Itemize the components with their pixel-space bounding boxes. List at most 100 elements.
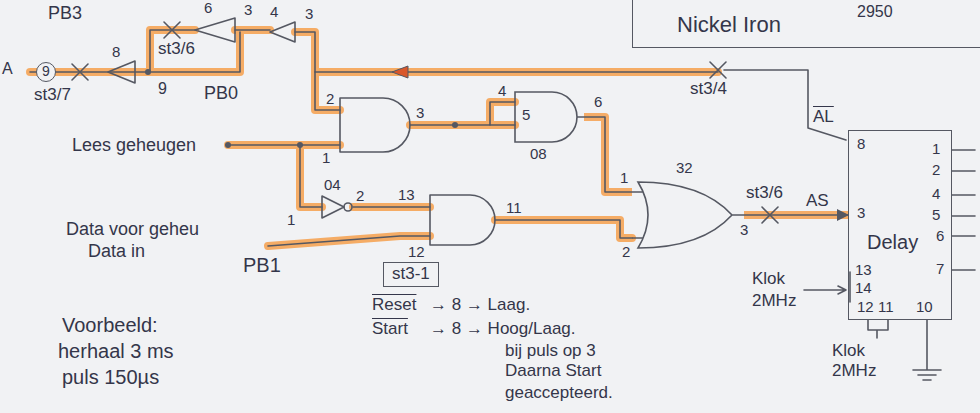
clock-arrow [804,286,846,294]
junction-dot [145,69,151,75]
pin-number: 5 [522,107,530,124]
wire [235,29,270,31]
pin-number: 1 [322,150,330,167]
wire [228,144,340,146]
node-text: 9 [42,64,50,79]
pin-number: 8 [857,136,865,153]
pin-number: 3 [416,105,424,122]
signal-name: PB1 [243,254,281,276]
node-text: st3-1 [392,265,430,284]
wire [490,124,515,126]
pin-number: 12 [857,299,874,316]
wire [300,145,322,207]
connector-box: st3-1 [383,262,439,287]
junction-dot [225,142,231,148]
pin-number: 11 [506,200,522,217]
pin-number: 5 [932,207,940,224]
gate-shape [632,182,744,248]
note: geaccepteerd. [505,384,613,403]
connectors [584,117,848,215]
highlight [295,32,718,72]
pin-number: 11 [878,299,894,316]
wire-connector [744,214,848,216]
highlight [353,203,430,211]
pin-circle: 9 [36,62,56,82]
clock-label: 2MHz [752,292,796,311]
buffer-symbol [270,22,295,42]
wire [315,72,340,110]
signal-name: Lees geheugen [72,136,196,156]
pin-number: 13 [855,262,872,279]
pencil-lines [30,18,975,380]
pin-number: 3 [244,2,252,19]
pin-number: 9 [158,80,167,98]
pin-number: 1 [620,170,628,187]
pin-number: 6 [594,94,602,111]
note: Data voor geheu [66,220,199,240]
highlight [495,220,632,238]
connector-pin: st3/7 [34,86,71,105]
and-gate [430,195,495,245]
highlight [410,102,515,125]
pin-number: 4 [498,83,506,100]
note: Voorbeeld: [62,314,158,336]
note: puls 150µs [62,366,159,388]
cross-mark [762,207,778,223]
highlight [315,72,340,110]
and-gate [340,98,410,152]
wire [410,102,515,125]
pin-number: 2 [932,162,940,179]
pin-number: 2 [356,188,364,205]
node-text: 32 [676,160,693,177]
wire-connector [584,117,632,192]
note: Reset [372,296,416,315]
inverter-symbol [108,61,135,83]
gate-outline [512,88,584,168]
note: Data in [88,242,145,262]
highlight [300,145,322,207]
node-text: Nickel Iron [677,13,781,37]
note: Daarna Start [505,362,601,381]
highlight [490,121,515,129]
connector-highlights [584,117,848,215]
pin-number: 3 [740,222,748,239]
wire [295,32,718,72]
connector-pin: st3/4 [690,80,727,99]
clock-label: 2MHz [832,362,876,381]
connector-pin: st3/6 [746,184,783,203]
cross-mark [164,22,180,38]
pin-number: 1 [932,141,940,158]
pin-number: 6 [204,0,212,17]
pin-number: 1 [287,212,295,229]
junction-dot [297,142,303,148]
pin-lines [952,150,975,270]
highlighter [30,30,718,246]
pin-number: 4 [932,186,940,203]
cross-mark [72,64,88,80]
or-gate: 32 [632,160,744,252]
pin-number: 14 [855,280,872,297]
pin-number: 12 [408,244,425,261]
wire [150,30,195,72]
junction-dot [452,122,458,128]
wire [724,70,846,140]
highlight [228,141,340,149]
connector-pin: st3/6 [158,40,195,59]
node-text: Delay [867,231,918,253]
title-box: Nickel Iron 2950 [632,0,980,48]
node-text: 2950 [857,3,893,21]
wire [495,220,632,238]
pin-number: 13 [398,187,415,204]
note: → 8 → Hoog/Laag. [430,320,576,339]
highlight [235,26,270,34]
highlight [584,117,632,192]
margin-mark: A [2,60,13,78]
pin-number: 7 [936,261,944,278]
clock-label: Klok [832,342,865,361]
pin-bracket [849,272,851,302]
direction-arrow [392,66,408,78]
note: → 8 → Laag. [430,296,530,315]
node-text: 08 [530,146,547,163]
and-gate: 08 [512,88,584,168]
signal-name: AS [806,192,829,211]
